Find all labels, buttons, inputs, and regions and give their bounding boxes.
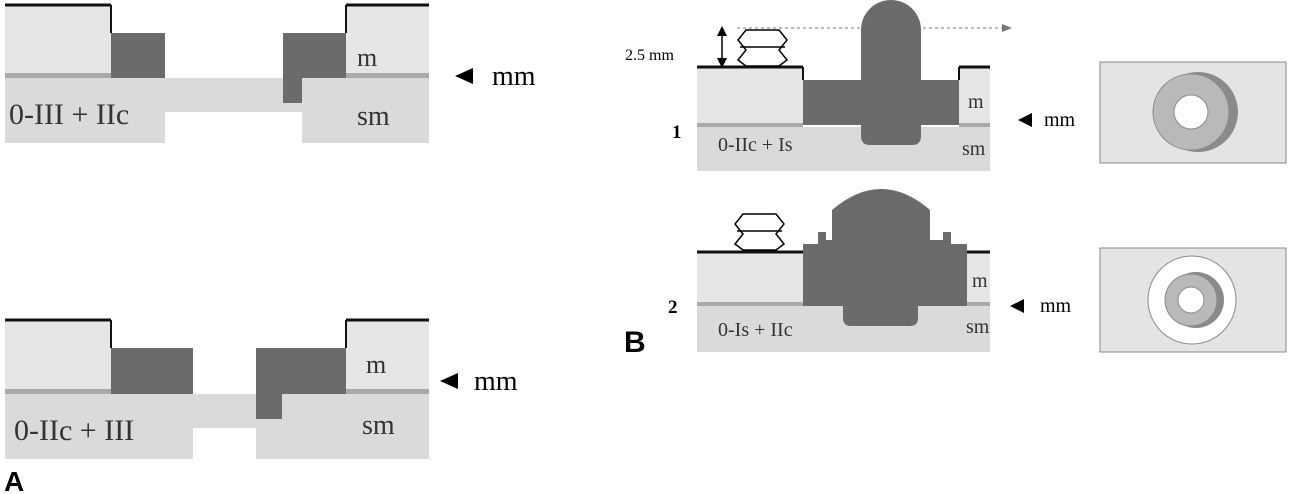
height-label: 2.5 mm (625, 47, 674, 64)
level-arrow-icon (1002, 24, 1012, 32)
submucosa-layer (697, 127, 990, 171)
mucosa-left (697, 67, 803, 127)
lesion-center-depression (1177, 286, 1205, 314)
mm-arrow-icon (440, 373, 458, 389)
sm-label: sm (357, 101, 390, 132)
mm-label: mm (474, 366, 518, 397)
lesion-right (283, 33, 346, 103)
muscularis-mucosae-right (346, 73, 429, 78)
mm-label: mm (492, 61, 536, 92)
mucosa-right (967, 252, 990, 306)
muscularis-mucosae-right (959, 123, 990, 127)
panel-b-label: B (624, 326, 646, 359)
sm-label: sm (966, 316, 990, 338)
mm-arrow-icon (1018, 113, 1032, 127)
panel-a-diagram-1: m sm 0-III + IIc mm (5, 3, 536, 143)
m-label: m (972, 270, 988, 292)
lesion-left (111, 348, 193, 394)
panel-b-diagram-2: m sm 0-Is + IIc 2 mm (668, 189, 1287, 353)
muscularis-mucosae-left (697, 123, 803, 127)
mucosa-right (346, 5, 429, 78)
muscularis-mucosae-left (5, 73, 111, 78)
protruded-lesion (803, 0, 959, 145)
panel-b-diagram-1: 2.5 mm m sm 0-IIc + Is 1 mm (625, 0, 1287, 171)
closed-forceps-icon (736, 29, 789, 67)
panel-a-diagram-2: m sm 0-IIc + III mm (5, 318, 518, 459)
protruded-lesion (803, 189, 967, 326)
mucosa-left (5, 5, 111, 78)
type-label: 0-Is + IIc (718, 319, 793, 341)
mucosa-right (346, 320, 429, 394)
muscularis-mucosae-right (967, 302, 990, 306)
mm-arrow-icon (1010, 299, 1024, 313)
mm-label: mm (1040, 295, 1072, 317)
height-arrow-down-icon (717, 58, 727, 68)
muscularis-mucosae-left (697, 302, 803, 306)
ulcer-cavity (165, 112, 302, 143)
m-label: m (968, 91, 984, 113)
lesion-left (111, 33, 165, 78)
mucosa-right (959, 67, 990, 127)
mm-arrow-icon (455, 68, 473, 84)
type-label: 0-IIc + Is (718, 134, 793, 156)
closed-forceps-icon (733, 213, 786, 251)
muscularis-mucosae-left (5, 389, 111, 394)
type-label: 0-IIc + III (14, 414, 134, 447)
ulcer-cavity (193, 428, 256, 459)
sm-label: sm (962, 138, 986, 160)
mm-label: mm (1044, 109, 1076, 131)
mucosa-left (697, 252, 803, 306)
m-label: m (366, 350, 386, 379)
muscularis-mucosae-right (346, 389, 429, 394)
mucosa-left (5, 320, 111, 394)
height-arrow-up-icon (717, 26, 727, 36)
sm-label: sm (362, 410, 395, 441)
diagram-number: 2 (668, 297, 678, 318)
lesion-right (256, 348, 346, 419)
panel-a-label: A (4, 466, 24, 494)
diagram-number: 1 (672, 122, 682, 143)
m-label: m (357, 43, 377, 72)
lesion-center-depression (1173, 94, 1209, 130)
type-label: 0-III + IIc (9, 98, 129, 131)
